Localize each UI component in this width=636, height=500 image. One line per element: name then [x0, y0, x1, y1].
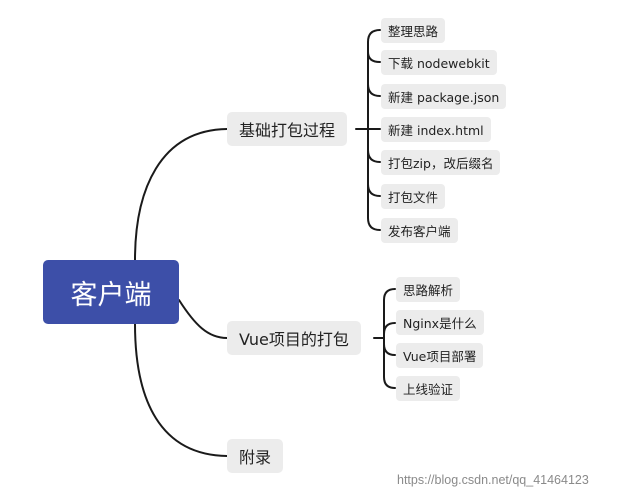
- leaf-node-label: 发布客户端: [388, 224, 451, 239]
- leaf-node[interactable]: Nginx是什么: [396, 310, 484, 335]
- leaf-node-label: 新建 index.html: [388, 123, 484, 138]
- leaf-node-label: 打包文件: [388, 190, 439, 205]
- leaf-node[interactable]: Vue项目部署: [396, 343, 484, 368]
- connector-root-to-branch-1: [134, 128, 228, 261]
- leaf-node[interactable]: 下载 nodewebkit: [381, 50, 497, 75]
- leaf-node-label: 思路解析: [403, 283, 454, 298]
- connector-branch-2-leaves: [383, 288, 396, 389]
- connector-root-to-branch-2: [178, 299, 228, 339]
- root-node[interactable]: 客户端: [43, 260, 179, 324]
- leaf-node-label: Vue项目部署: [403, 349, 477, 364]
- connector-root-to-branch-3: [134, 323, 228, 457]
- leaf-node[interactable]: 思路解析: [396, 277, 461, 302]
- leaf-node-label: 打包zip，改后缀名: [388, 156, 494, 171]
- leaf-node[interactable]: 上线验证: [396, 376, 461, 401]
- leaf-node-label: Nginx是什么: [403, 316, 477, 331]
- leaf-node-label: 整理思路: [388, 24, 439, 39]
- leaf-node[interactable]: 整理思路: [381, 18, 446, 43]
- branch-node-2[interactable]: Vue项目的打包: [227, 321, 361, 355]
- root-node-label: 客户端: [70, 279, 152, 311]
- leaf-node[interactable]: 打包zip，改后缀名: [381, 150, 501, 175]
- leaf-node-label: 下载 nodewebkit: [388, 56, 490, 71]
- branch-node-label: 基础打包过程: [239, 121, 336, 140]
- branch-node-1[interactable]: 基础打包过程: [227, 112, 348, 146]
- leaf-node[interactable]: 新建 package.json: [381, 84, 507, 109]
- branch-node-3[interactable]: 附录: [227, 439, 284, 473]
- branch-node-label: 附录: [239, 448, 272, 467]
- leaf-node[interactable]: 发布客户端: [381, 218, 458, 243]
- connector-branch-1-leaves: [367, 29, 381, 231]
- leaf-node[interactable]: 打包文件: [381, 184, 446, 209]
- leaf-node-label: 新建 package.json: [388, 90, 500, 105]
- watermark-text: https://blog.csdn.net/qq_41464123: [397, 473, 589, 487]
- branch-node-label: Vue项目的打包: [239, 330, 349, 349]
- leaf-node[interactable]: 新建 index.html: [381, 117, 491, 142]
- leaf-node-label: 上线验证: [403, 382, 454, 397]
